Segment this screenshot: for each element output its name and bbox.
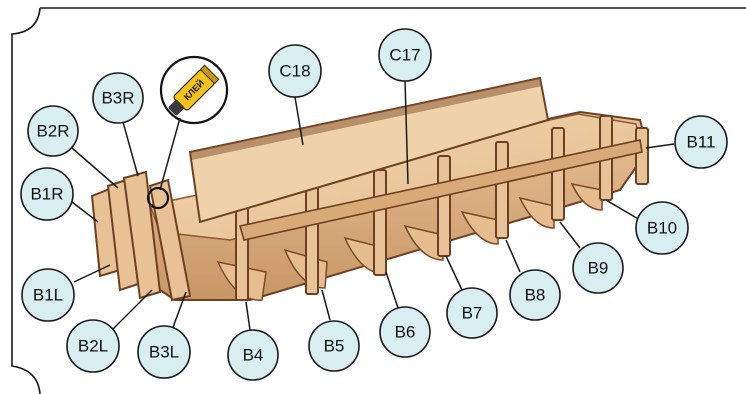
glue-tube-cap — [168, 100, 184, 116]
leader-c17 — [404, 79, 409, 185]
rib-b8 — [460, 210, 499, 245]
leader-glue — [159, 117, 181, 191]
leader-b10 — [605, 199, 641, 221]
leader-lines — [71, 79, 675, 331]
label-b6: B6 — [395, 323, 416, 342]
label-b8: B8 — [525, 286, 546, 305]
leader-b7 — [445, 255, 463, 291]
glue-tube-callout: КЛЕЙ — [159, 55, 229, 125]
leader-b6 — [385, 271, 399, 309]
tab-b11 — [635, 127, 649, 185]
leader-b3l — [171, 291, 187, 331]
tab-b4 — [235, 199, 249, 301]
label-b10: B10 — [647, 219, 677, 238]
leader-b11 — [645, 143, 675, 149]
label-b2r: B2R — [36, 122, 69, 141]
label-b1r: B1R — [30, 185, 63, 204]
tab-b8 — [495, 141, 509, 239]
hull-illustration — [90, 76, 650, 302]
leader-b2l — [111, 289, 153, 331]
rib-b10 — [570, 182, 603, 211]
leader-b2r — [71, 147, 119, 189]
bubble-b3r: B3R — [92, 72, 144, 124]
tab-b9 — [551, 127, 565, 221]
leader-b8 — [505, 239, 521, 273]
rib-b7 — [403, 224, 444, 261]
label-b3r: B3R — [101, 89, 134, 108]
bubble-b2l: B2L — [66, 319, 120, 373]
leader-b4 — [245, 301, 251, 331]
rib-b9 — [518, 196, 555, 229]
panel-c17 — [238, 139, 643, 241]
label-bubbles: C18 C17 B3R B2R B1R B1L B2L B3L — [20, 28, 728, 381]
leader-c18 — [294, 96, 304, 146]
leader-b1r — [71, 201, 99, 223]
bubble-b10: B10 — [635, 201, 689, 255]
label-c17: C17 — [389, 46, 420, 65]
bow-b3r — [122, 170, 162, 300]
label-b5: B5 — [324, 337, 345, 356]
bubble-c18: C18 — [268, 44, 322, 98]
tab-b6 — [373, 169, 387, 276]
bubble-b3l: B3L — [137, 325, 191, 379]
bubble-b9: B9 — [572, 242, 624, 294]
bubble-b5: B5 — [308, 320, 360, 372]
tab-b5 — [305, 185, 319, 295]
tab-b7 — [437, 155, 451, 257]
label-b4: B4 — [243, 346, 264, 365]
leader-b1l — [73, 264, 111, 283]
bow-frames — [90, 170, 192, 302]
label-b7: B7 — [462, 304, 483, 323]
bubble-b1l: B1L — [21, 268, 75, 322]
label-b11: B11 — [687, 133, 716, 152]
glue-tube-crimp — [199, 64, 220, 85]
bubble-b4: B4 — [227, 329, 279, 381]
bubble-b11: B11 — [674, 115, 728, 169]
label-b9: B9 — [588, 259, 609, 278]
bubble-b7: B7 — [446, 287, 498, 339]
leader-b9 — [559, 221, 581, 249]
bubble-c17: C17 — [378, 28, 432, 82]
leader-b3r — [122, 121, 139, 177]
leader-b5 — [321, 289, 331, 321]
label-b3l: B3L — [149, 343, 179, 362]
bubble-b1r: B1R — [20, 167, 74, 221]
label-c18: C18 — [279, 62, 310, 81]
bubble-b8: B8 — [509, 269, 561, 321]
bubble-b6: B6 — [379, 306, 431, 358]
glue-spot — [146, 186, 170, 210]
bubble-b2r: B2R — [27, 105, 79, 157]
label-b2l: B2L — [78, 337, 108, 356]
page-frame — [11, 7, 746, 394]
label-b1l: B1L — [33, 286, 63, 305]
